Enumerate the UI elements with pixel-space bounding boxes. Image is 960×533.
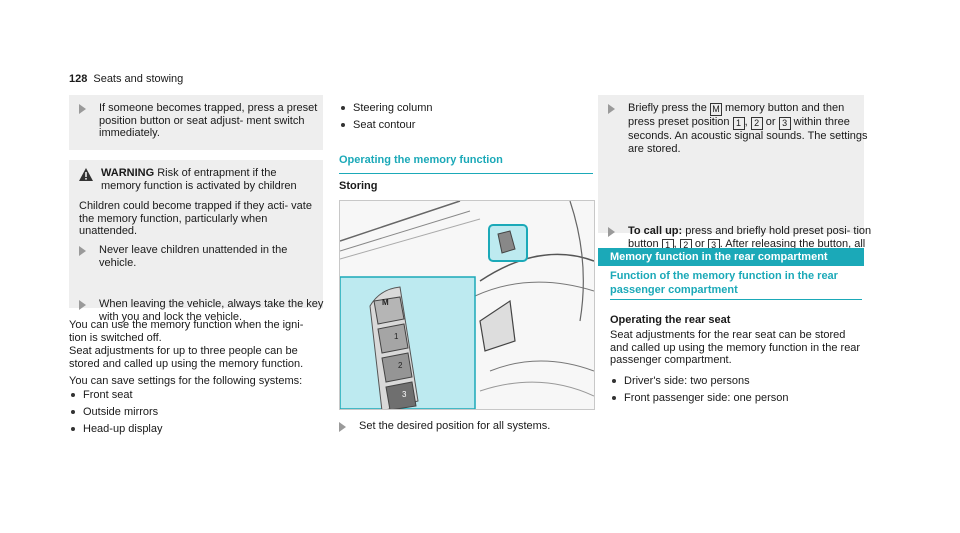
figure-label-m: M	[382, 298, 389, 307]
preset-3-key: 3	[778, 117, 791, 130]
list-item: Steering column	[339, 100, 589, 117]
warning-lead: WARNING Risk of entrapment if the memory…	[101, 167, 297, 192]
figure-label-3: 3	[402, 390, 407, 399]
section-bar: Memory function in the rear compartment	[598, 248, 864, 266]
list-item: Front passenger side: one person	[610, 390, 860, 407]
heading-rule	[610, 299, 862, 300]
list-item: Outside mirrors	[69, 404, 319, 421]
heading-rear-function: Function of the memory function in the r…	[610, 270, 838, 296]
list-item: Front seat	[69, 387, 319, 404]
list-item: Head-up display	[69, 421, 319, 438]
figure-label-2: 2	[398, 361, 403, 370]
tip-box: If someone becomes trapped, press a pres…	[69, 95, 323, 150]
arrow-bullet-icon	[79, 300, 86, 310]
warning-box: WARNING Risk of entrapment if the memory…	[69, 160, 324, 323]
para-systems: You can save settings for the following …	[69, 375, 303, 387]
para-rear-seat: Seat adjustments for the rear seat can b…	[610, 329, 861, 366]
arrow-bullet-icon	[79, 104, 86, 114]
para-seat-adjust: Seat adjustments for up to three people …	[69, 345, 304, 370]
list-item: Seat contour	[339, 117, 589, 134]
section-title: Seats and stowing	[93, 73, 184, 85]
subheading-rear-seat: Operating the rear seat	[610, 314, 731, 326]
page-number: 128	[69, 73, 88, 85]
systems-list: Front seat Outside mirrors Head-up displ…	[69, 387, 319, 438]
page-header: 128 Seats and stowing	[69, 73, 183, 85]
arrow-bullet-icon	[79, 246, 86, 256]
para-ignition: You can use the memory function when the…	[69, 319, 304, 344]
warning-title: WARNING	[101, 167, 155, 179]
systems-list-continued: Steering column Seat contour	[339, 100, 589, 134]
memory-button-key: M	[709, 103, 722, 116]
door-illustration	[340, 201, 594, 409]
heading-rule	[339, 173, 593, 174]
arrow-bullet-icon	[608, 227, 615, 237]
arrow-bullet-icon	[339, 422, 346, 432]
arrow-bullet-icon	[608, 104, 615, 114]
rear-seat-list: Driver's side: two persons Front passeng…	[610, 373, 860, 407]
store-step: Briefly press the M memory button and th…	[608, 102, 873, 155]
call-up-box: Briefly press the M memory button and th…	[598, 95, 871, 264]
figure-label-1: 1	[394, 332, 399, 341]
heading-operating: Operating the memory function	[339, 154, 503, 166]
warning-body: Children could become trapped if they ac…	[79, 200, 312, 237]
warning-step-1: Never leave children unattended in the v…	[79, 244, 324, 269]
memory-figure: M 1 2 3	[339, 200, 595, 410]
storing-step: Set the desired position for all systems…	[339, 420, 609, 433]
warning-step-2: When leaving the vehicle, always take th…	[79, 298, 324, 323]
preset-1-key: 1	[732, 117, 745, 130]
warning-icon	[79, 168, 93, 186]
tip-step: If someone becomes trapped, press a pres…	[79, 102, 329, 140]
subheading-storing: Storing	[339, 180, 378, 192]
list-item: Driver's side: two persons	[610, 373, 860, 390]
preset-2-key: 2	[750, 117, 763, 130]
